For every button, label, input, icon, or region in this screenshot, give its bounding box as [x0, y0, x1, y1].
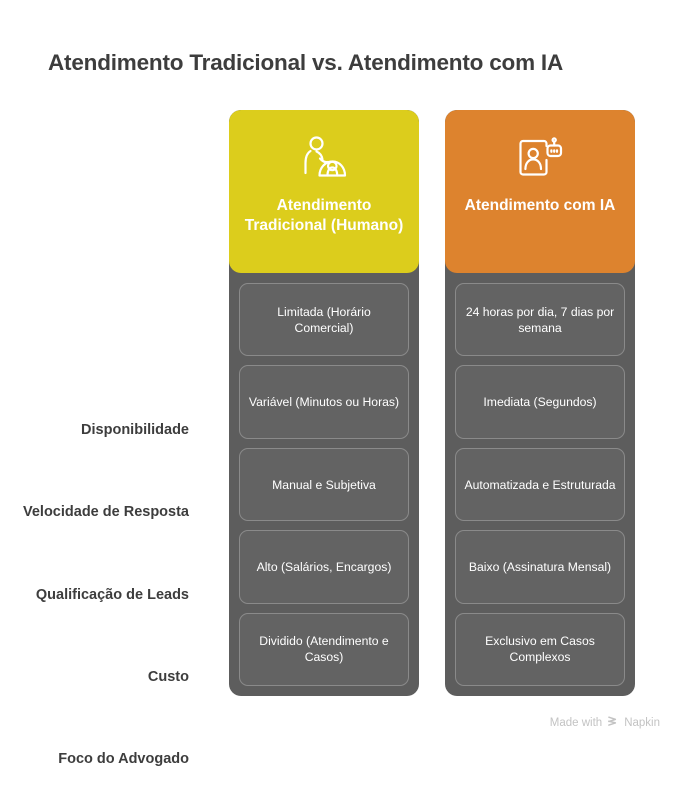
- column-body-ia: 24 horas por dia, 7 dias por semana Imed…: [445, 273, 635, 696]
- made-with-napkin-attribution: Made with Napkin: [550, 715, 660, 730]
- row-label-velocidade-de-resposta: Velocidade de Resposta: [22, 504, 189, 521]
- cell-traditional-disponibilidade: Limitada (Horário Comercial): [239, 283, 409, 357]
- napkin-chevron-logo-icon: [607, 715, 619, 730]
- ai-contact-robot-icon: [513, 132, 567, 186]
- column-header-traditional: Atendimento Tradicional (Humano): [229, 110, 419, 273]
- cell-traditional-velocidade: Variável (Minutos ou Horas): [239, 365, 409, 439]
- row-label-foco-do-advogado: Foco do Advogado: [58, 751, 189, 768]
- column-body-traditional: Limitada (Horário Comercial) Variável (M…: [229, 273, 419, 696]
- row-label-qualificacao-de-leads: Qualificação de Leads: [35, 586, 189, 603]
- cell-ia-custo: Baixo (Assinatura Mensal): [455, 530, 625, 604]
- row-label-disponibilidade: Disponibilidade: [81, 421, 189, 438]
- column-header-title-traditional: Atendimento Tradicional (Humano): [244, 197, 404, 234]
- napkin-brand-label: Napkin: [624, 716, 660, 729]
- column-header-title-ia: Atendimento com IA: [464, 197, 616, 214]
- cell-traditional-foco: Dividido (Atendimento e Casos): [239, 612, 409, 687]
- row-label-column: Disponibilidade Velocidade de Resposta Q…: [0, 383, 209, 806]
- column-header-ia: Atendimento com IA: [445, 110, 635, 273]
- made-with-label: Made with: [549, 716, 603, 729]
- cell-ia-qualificacao: Automatizada e Estruturada: [455, 447, 625, 522]
- cell-ia-velocidade: Imediata (Segundos): [455, 365, 625, 439]
- cell-traditional-qualificacao: Manual e Subjetiva: [239, 447, 409, 522]
- cell-ia-foco: Exclusivo em Casos Complexos: [455, 612, 625, 687]
- cell-ia-disponibilidade: 24 horas por dia, 7 dias por semana: [455, 283, 625, 357]
- comparison-table: Disponibilidade Velocidade de Resposta Q…: [0, 110, 684, 767]
- cell-traditional-custo: Alto (Salários, Encargos): [239, 530, 409, 604]
- people-support-icon: [297, 132, 351, 186]
- row-label-custo: Custo: [147, 668, 189, 685]
- page-title: Atendimento Tradicional vs. Atendimento …: [48, 50, 564, 75]
- column-atendimento-tradicional: Atendimento Tradicional (Humano) Limitad…: [229, 110, 419, 696]
- column-atendimento-com-ia: Atendimento com IA 24 horas por dia, 7 d…: [445, 110, 635, 696]
